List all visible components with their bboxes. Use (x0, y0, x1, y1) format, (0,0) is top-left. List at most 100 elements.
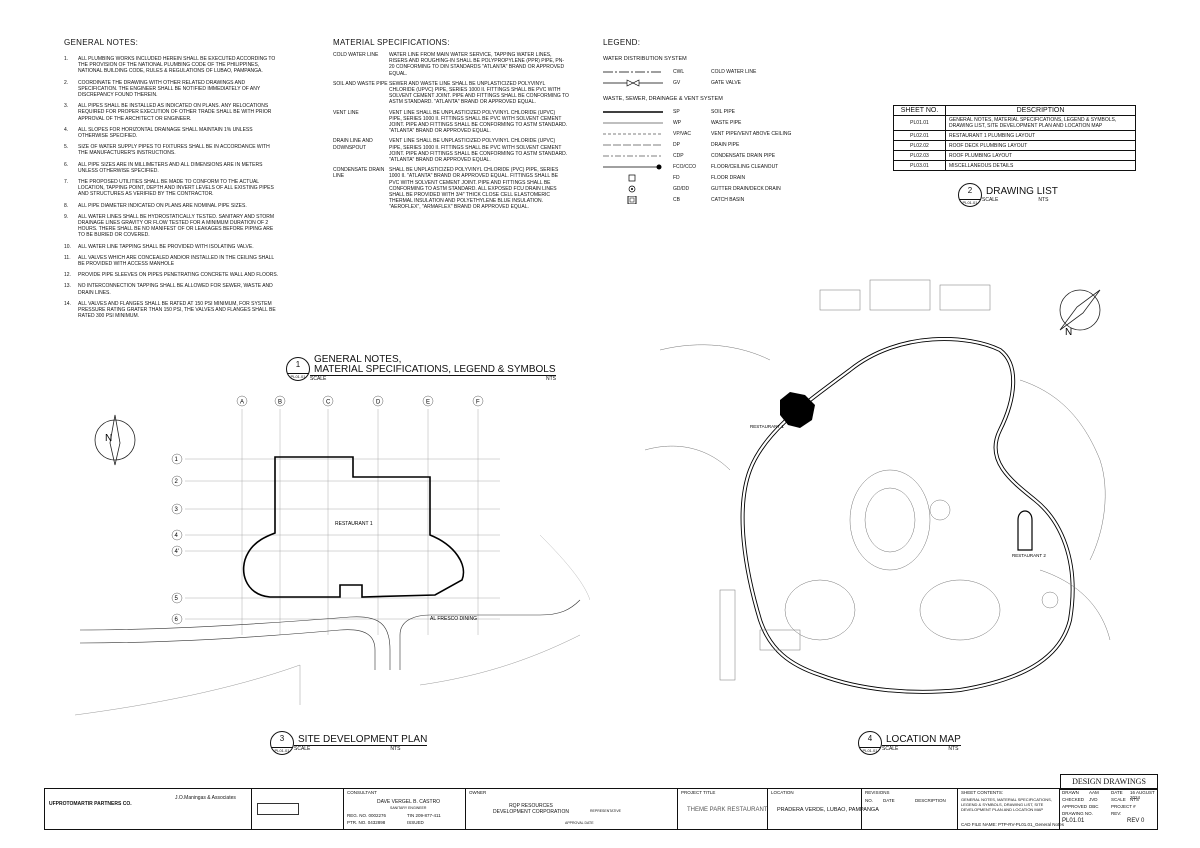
legend-symbol-icon (603, 164, 662, 169)
drawing-number: PL01.01 (1062, 818, 1085, 824)
theme-park-loop-road (740, 337, 1075, 694)
location-restaurant-1 (780, 392, 815, 428)
general-note-item: 2.COORDINATE THE DRAWING WITH OTHER RELA… (64, 79, 261, 99)
general-note-item: 13.NO INTERCONNECTION TAPPING SHALL BE A… (64, 283, 273, 296)
grid-col-label: E (426, 400, 430, 406)
grid-col-label: B (278, 400, 282, 406)
project-location: PRADERA VERDE, LUBAO, PAMPANGA (777, 807, 879, 813)
legend-symbol-icon (603, 71, 663, 72)
grid-row-label: 4 (175, 533, 179, 539)
north-arrow: N (94, 414, 136, 466)
legend-symbol-icon (628, 174, 636, 181)
firm-logo-3 (257, 803, 299, 815)
general-note-item: 9.ALL WATER LINES SHALL BE HYDROSTATICAL… (64, 213, 275, 239)
location-map-title: LOCATION MAP (886, 733, 961, 745)
site-development-plan: N A B C D E F 1 2 3 4 4' 5 6 RESTAURANT 1 AL FRESCO … (74, 395, 590, 716)
location-north-arrow: N (1059, 289, 1101, 338)
col-sheet-no: SHEET NO. (893, 105, 946, 116)
grid-col-label: A (240, 400, 244, 406)
grid-row-label: 3 (175, 507, 179, 513)
grid-row-label: 1 (175, 457, 179, 463)
legend-heading: LEGEND: (603, 38, 641, 47)
col-description: DESCRIPTION (945, 105, 1136, 116)
material-specs-heading: MATERIAL SPECIFICATIONS: (333, 38, 450, 47)
grid-col-label: D (376, 400, 381, 406)
design-drawings-stamp: DESIGN DRAWINGS (1060, 774, 1158, 790)
legend-symbol-icon (603, 144, 663, 145)
general-note-item: 12.PROVIDE PIPE SLEEVES ON PIPES PENETRA… (64, 272, 279, 279)
restaurant-1-outline (242, 456, 465, 598)
grid-row-label: 6 (175, 617, 179, 623)
general-note-item: 14.ALL VALVES AND FLANGES SHALL BE RATED… (64, 300, 276, 320)
legend-waste-heading: WASTE, SEWER, DRAINAGE & VENT SYSTEM (603, 96, 723, 102)
north-label: N (105, 433, 112, 444)
title-block: UFPROTOMARTIR PARTNERS CO. J.O.Maningas … (44, 788, 1158, 830)
general-note-item: 5.SIZE OF WATER SUPPLY PIPES TO FIXTURES… (64, 144, 270, 157)
general-note-item: 6.ALL PIPE SIZES ARE IN MILLIMETERS AND … (64, 161, 263, 174)
general-note-item: 11.ALL VALVES WHICH ARE CONCEALED AND/OR… (64, 254, 274, 268)
legend-symbol-icon (603, 110, 663, 113)
site-plan-title: SITE DEVELOPMENT PLAN (298, 733, 428, 745)
general-note-item: 10.ALL WATER LINE TAPPING SHALL BE PROVI… (64, 243, 254, 250)
grid-col-label: F (476, 400, 480, 406)
general-notes-title: GENERAL NOTES, (314, 354, 402, 365)
general-note-item: 7.THE PROPOSED UTILITIES SHALL BE MADE T… (64, 179, 274, 198)
location-restaurant-2 (1017, 510, 1033, 551)
restaurant-1-label: RESTAURANT 1 (335, 521, 373, 527)
drawing-list-title: DRAWING LIST (986, 186, 1058, 197)
firm-logo-1: UFPROTOMARTIR PARTNERS CO. (49, 801, 132, 807)
grid-row-label: 4' (175, 549, 179, 555)
alfresco-label: AL FRESCO DINING (430, 616, 477, 622)
revision-number: REV 0 (1127, 818, 1145, 824)
general-note-item: 4.ALL SLOPES FOR HORIZONTAL DRAINAGE SHA… (64, 126, 253, 140)
grid-row-label: 2 (175, 479, 179, 485)
grid-col-label: C (326, 400, 331, 406)
project-title: THEME PARK RESTAURANT (687, 807, 768, 813)
sheet-contents: GENERAL NOTES, MATERIAL SPECIFICATIONS, … (961, 797, 1052, 812)
general-notes-heading: GENERAL NOTES: (64, 38, 139, 47)
legend-symbol-icon (603, 155, 663, 156)
location-restaurant-2-label: RESTAURANT 2 (1012, 553, 1046, 558)
location-north-label: N (1065, 327, 1072, 338)
legend-symbol-icon (603, 122, 663, 123)
location-map: N RESTAURANT 1 RESTAURANT 2 (644, 279, 1111, 694)
legend-symbol-icon (603, 133, 663, 134)
legend-symbol-icon (627, 195, 637, 204)
location-restaurant-1-label: RESTAURANT 1 (750, 424, 784, 429)
general-note-item: 1.ALL PLUMBING WORKS INCLUDED HEREIN SHA… (64, 56, 276, 75)
engineer-name: DAVE VERGEL B. CASTRO (377, 799, 441, 805)
general-notes-list: 1.ALL PLUMBING WORKS INCLUDED HEREIN SHA… (64, 56, 279, 325)
legend-symbol-icon (628, 185, 636, 192)
legend-water-heading: WATER DISTRIBUTION SYSTEM (603, 56, 687, 62)
grid-row-label: 5 (175, 596, 179, 602)
